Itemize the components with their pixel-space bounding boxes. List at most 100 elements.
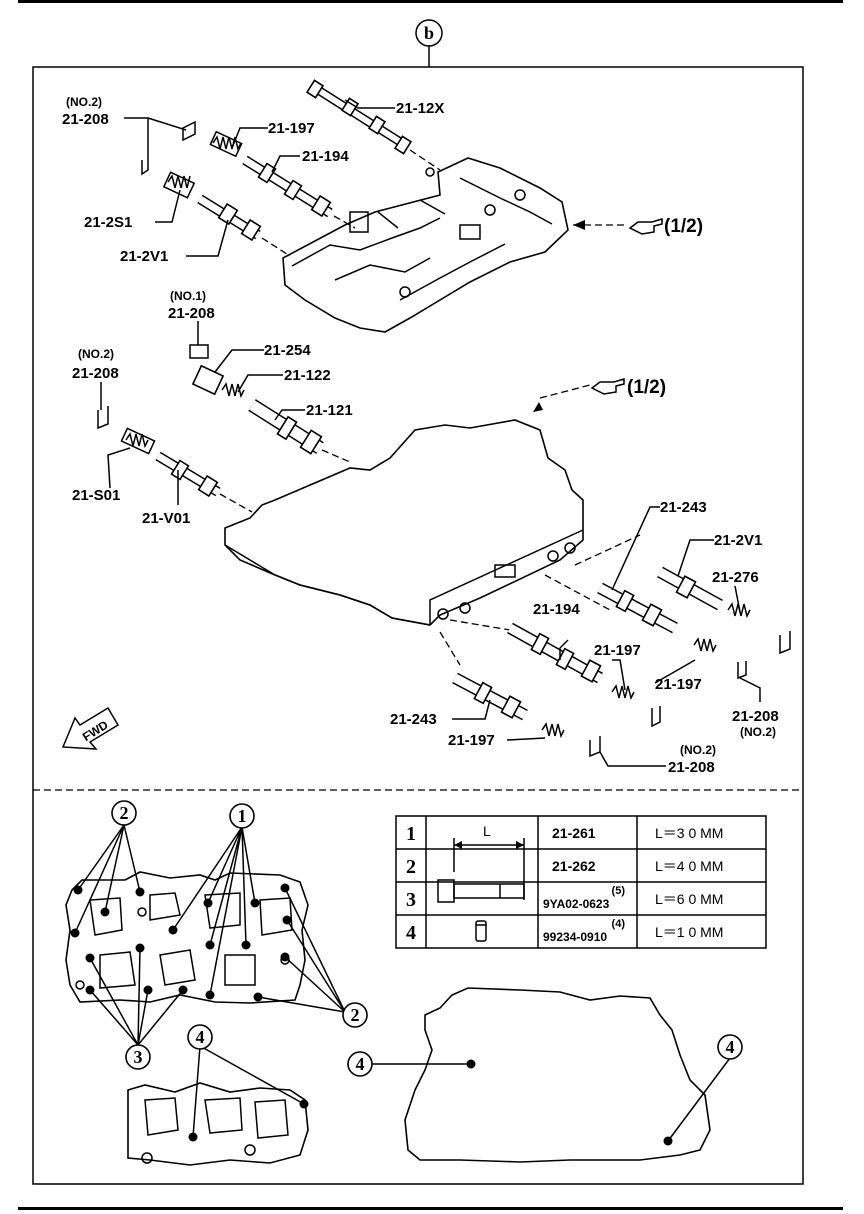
ref-label-top: (1/2) xyxy=(664,216,703,237)
row-3-qty: (5) xyxy=(612,885,626,897)
dimension-label: L xyxy=(483,823,491,839)
section-marker: b xyxy=(415,19,443,67)
middle-parts xyxy=(97,344,591,513)
label-21-208-no1: 21-208 xyxy=(168,305,215,322)
callout-2b: 2 xyxy=(342,1002,368,1028)
lower-left-leaders xyxy=(74,824,346,1046)
label-21-121: 21-121 xyxy=(306,402,353,419)
upper-parts xyxy=(141,79,625,257)
row-4-num: 4 xyxy=(406,922,416,944)
label-21-243-b: 21-243 xyxy=(390,711,437,728)
callout-4c-label: 4 xyxy=(726,1037,735,1057)
lower-left-valve-body xyxy=(65,871,309,1004)
label-21-208-b: 21-208 xyxy=(72,365,119,382)
shaft-12x xyxy=(305,79,413,155)
row-4-qty: (4) xyxy=(612,918,626,930)
callout-2a-label: 2 xyxy=(120,803,129,823)
spring-197-c xyxy=(693,637,717,654)
ref-label-mid: (1/2) xyxy=(627,377,666,398)
callout-1-label: 1 xyxy=(238,806,247,826)
label-no2-b: (NO.2) xyxy=(78,347,114,361)
callout-1: 1 xyxy=(229,803,255,829)
retainer-208-d xyxy=(589,706,661,758)
row-4-part: 99234-0910 xyxy=(543,930,607,944)
lower-valve-body xyxy=(224,419,584,626)
pin-icon xyxy=(475,920,487,942)
ref-mid: (1/2) xyxy=(590,377,666,398)
row-2-num: 2 xyxy=(406,856,416,878)
label-21-208-d: 21-208 xyxy=(668,759,715,776)
retainer-208-no1 xyxy=(189,344,209,359)
bolt-icon: L xyxy=(437,823,525,903)
label-21-2v1-a: 21-2V1 xyxy=(120,248,168,265)
retainer-208-a xyxy=(141,120,196,176)
callout-4-leaders-a xyxy=(192,1045,305,1138)
lower-small-valve-body xyxy=(127,1082,309,1166)
callout-4c: 4 xyxy=(717,1034,743,1060)
row-1-part: 21-261 xyxy=(552,825,596,841)
label-no2-c: (NO.2) xyxy=(740,725,776,739)
label-21-208-a: 21-208 xyxy=(62,111,109,128)
callout-3-label: 3 xyxy=(134,1047,143,1067)
row-3-length: L＝6 0 MM xyxy=(655,891,723,907)
callout-4a-label: 4 xyxy=(196,1027,205,1047)
right-parts xyxy=(439,534,791,758)
spring-197-a xyxy=(209,130,243,158)
bottom-rule xyxy=(18,1207,843,1210)
pointing-hand-icon xyxy=(590,377,625,395)
row-3-num: 3 xyxy=(406,889,416,911)
separator-plate xyxy=(404,987,711,1163)
label-21-2s1: 21-2S1 xyxy=(84,214,132,231)
row-2-part: 21-262 xyxy=(552,858,596,874)
label-21-197-a: 21-197 xyxy=(268,120,315,137)
label-21-254: 21-254 xyxy=(264,342,311,359)
label-21-12x: 21-12X xyxy=(396,100,444,117)
valve-v01 xyxy=(155,451,221,498)
pointing-hand-icon xyxy=(628,217,663,235)
label-21-197-d: 21-197 xyxy=(448,732,495,749)
valve-194-b xyxy=(507,622,603,684)
label-21-194-a: 21-194 xyxy=(302,148,349,165)
valve-194-a xyxy=(242,155,333,218)
valve-121 xyxy=(248,399,324,455)
retainer-208-c xyxy=(737,631,791,680)
callout-4-leader-c xyxy=(667,1057,731,1142)
bolt-table: L 1 2 3 4 21-261 21-262 (5) 9YA02-0623 (… xyxy=(395,815,767,949)
label-21-208-c: 21-208 xyxy=(732,708,779,725)
valve-2v1-a xyxy=(197,194,262,242)
row-2-length: L＝4 0 MM xyxy=(655,858,723,874)
label-21-s01: 21-S01 xyxy=(72,487,120,504)
top-rule xyxy=(18,0,843,3)
valve-2v1-b xyxy=(657,566,723,611)
label-21-194-b: 21-194 xyxy=(533,601,580,618)
label-21-197-c: 21-197 xyxy=(655,676,702,693)
label-21-v01: 21-V01 xyxy=(142,510,190,527)
valve-243-a xyxy=(597,582,678,634)
leader-lines-upper xyxy=(100,99,761,767)
fwd-arrow: FWD xyxy=(61,706,120,750)
spring-197-d xyxy=(541,722,565,739)
label-21-276: 21-276 xyxy=(712,569,759,586)
label-21-243-a: 21-243 xyxy=(660,499,707,516)
valve-243-b xyxy=(452,672,528,721)
callout-3: 3 xyxy=(125,1044,151,1070)
spring-197-b xyxy=(611,684,635,701)
row-1-num: 1 xyxy=(406,823,416,845)
callout-4b: 4 xyxy=(347,1051,373,1077)
section-marker-label: b xyxy=(424,23,434,43)
upper-labels: (NO.2) 21-208 21-12X 21-197 21-194 21-2S… xyxy=(62,95,779,776)
spring-s01 xyxy=(120,427,156,455)
plug-254 xyxy=(191,364,225,396)
retainer-208-b xyxy=(97,406,109,430)
label-21-197-b: 21-197 xyxy=(594,642,641,659)
label-no2-d: (NO.2) xyxy=(680,743,716,757)
label-no2-a: (NO.2) xyxy=(66,95,102,109)
row-1-length: L＝3 0 MM xyxy=(655,825,723,841)
main-frame xyxy=(32,66,804,1185)
callout-2b-label: 2 xyxy=(351,1005,360,1025)
row-4-length: L＝1 0 MM xyxy=(655,924,723,940)
label-no1: (NO.1) xyxy=(170,289,206,303)
spring-122 xyxy=(221,382,245,399)
spring-2s1 xyxy=(162,171,196,199)
